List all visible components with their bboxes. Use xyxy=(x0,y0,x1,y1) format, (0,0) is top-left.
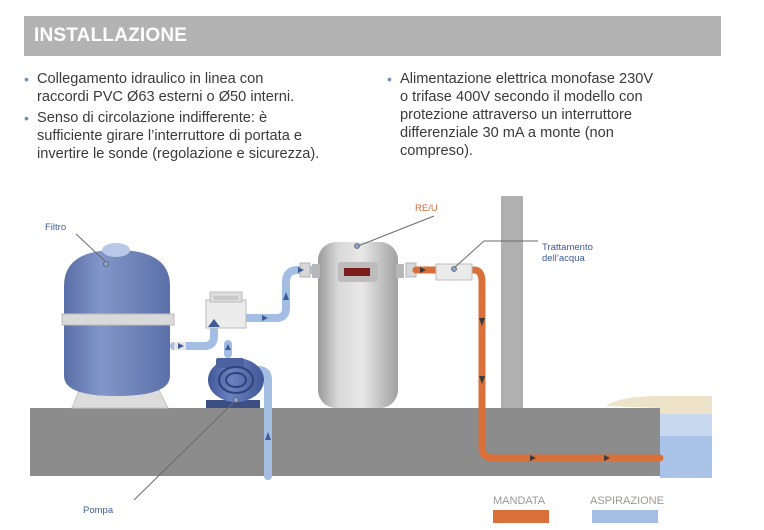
label-reu: RE/U xyxy=(415,203,438,214)
label-pompa: Pompa xyxy=(83,505,114,516)
bullet-line: protezione attraverso un interruttore xyxy=(400,107,633,123)
bullet-line: sufficiente girare l’interruttore di por… xyxy=(37,128,302,144)
pool xyxy=(606,396,712,478)
bullet-item-power-supply: Alimentazione elettrica monofase 230V o … xyxy=(387,70,712,160)
label-trattamento-line2: dell’acqua xyxy=(542,253,585,264)
bullet-line: differenziale 30 mA a monte (non xyxy=(400,125,614,141)
bullet-list-right: Alimentazione elettrica monofase 230V o … xyxy=(387,70,712,163)
multiport-valve xyxy=(205,291,247,329)
section-title: INSTALLAZIONE xyxy=(34,25,188,46)
legend-aspirazione-swatch xyxy=(592,510,658,523)
bullet-line: o trifase 400V secondo il modello con xyxy=(400,89,643,105)
callout-lines xyxy=(75,215,538,501)
wall-pillar xyxy=(501,196,523,411)
bullet-item-flow-direction: Senso di circolazione indifferente: è su… xyxy=(24,109,369,163)
section-header: INSTALLAZIONE xyxy=(24,16,721,56)
bullet-line: Alimentazione elettrica monofase 230V xyxy=(400,71,654,87)
callout-dots xyxy=(103,243,457,403)
legend-aspirazione-label: ASPIRAZIONE xyxy=(590,495,664,507)
legend-mandata-label: MANDATA xyxy=(493,495,546,507)
pump xyxy=(206,358,264,408)
bullet-line: Collegamento idraulico in linea con xyxy=(37,71,264,87)
legend: MANDATA ASPIRAZIONE xyxy=(493,495,664,523)
filter-tank xyxy=(61,243,175,396)
floor-slab xyxy=(30,408,660,476)
bullet-item-connection: Collegamento idraulico in linea con racc… xyxy=(24,70,369,106)
flow-arrows xyxy=(178,267,610,461)
bullet-list-left: Collegamento idraulico in linea con racc… xyxy=(24,70,369,166)
bullet-line: compreso). xyxy=(400,143,473,159)
bullet-line: raccordi PVC Ø63 esterni o Ø50 interni. xyxy=(37,89,295,105)
bullet-line: invertire le sonde (regolazione e sicure… xyxy=(37,146,320,162)
legend-mandata-swatch xyxy=(493,510,549,523)
bullet-line: Senso di circolazione indifferente: è xyxy=(37,110,268,126)
water-treatment-unit xyxy=(435,263,473,281)
heat-pump-reu xyxy=(312,242,404,408)
label-trattamento-line1: Trattamento xyxy=(542,242,593,253)
label-filtro: Filtro xyxy=(45,222,66,233)
